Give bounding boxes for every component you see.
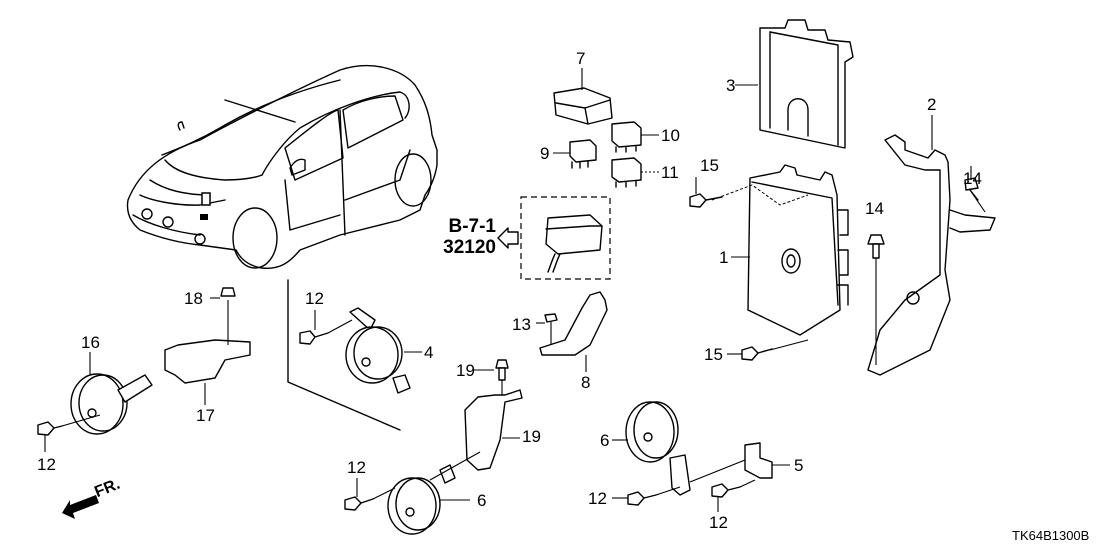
callout-part-10[interactable]: 10 bbox=[661, 126, 680, 145]
callout-part-6-center[interactable]: 6 bbox=[477, 491, 487, 510]
bracket-18-horn-6-assembly bbox=[344, 359, 523, 535]
callout-part-15-top[interactable]: 15 bbox=[700, 156, 719, 175]
vehicle-illustration bbox=[126, 64, 438, 269]
callout-part-17[interactable]: 17 bbox=[196, 406, 215, 425]
reference-section: B-7-1 bbox=[448, 216, 496, 237]
front-direction-arrow bbox=[62, 495, 99, 519]
callout-part-8[interactable]: 8 bbox=[581, 373, 591, 392]
callout-part-9[interactable]: 9 bbox=[540, 144, 550, 163]
reference-detail bbox=[497, 196, 611, 280]
horn-16-assembly bbox=[37, 287, 251, 452]
callout-part-14-left[interactable]: 14 bbox=[865, 199, 884, 218]
callout-part-1[interactable]: 1 bbox=[719, 248, 729, 267]
callout-part-6-right[interactable]: 6 bbox=[600, 431, 610, 450]
callout-part-3[interactable]: 3 bbox=[726, 76, 736, 95]
reference-label[interactable]: B-7-1 32120 bbox=[430, 216, 496, 258]
callout-part-12-center[interactable]: 12 bbox=[347, 458, 366, 477]
callout-part-2[interactable]: 2 bbox=[927, 95, 937, 114]
callout-part-15-bottom[interactable]: 15 bbox=[704, 345, 723, 364]
diagram-code: TK64B1300B bbox=[1012, 528, 1090, 543]
callout-part-12-right-b[interactable]: 12 bbox=[709, 513, 728, 532]
ecu-bracket bbox=[867, 115, 996, 376]
callout-part-19-left[interactable]: 18 bbox=[184, 289, 203, 308]
horn-4-assembly bbox=[299, 307, 422, 394]
callout-part-12-horn4[interactable]: 12 bbox=[305, 289, 324, 308]
callout-part-14-right[interactable]: 14 bbox=[963, 169, 982, 188]
callout-part-18[interactable]: 19 bbox=[522, 427, 541, 446]
ecu-cover bbox=[735, 19, 854, 149]
callout-part-13[interactable]: 13 bbox=[512, 315, 531, 334]
relay-group bbox=[553, 68, 659, 188]
ecu-unit bbox=[711, 164, 849, 351]
horn-6-bracket-5-assembly bbox=[612, 401, 790, 512]
bracket-8-assembly bbox=[536, 291, 608, 372]
callout-part-19-center[interactable]: 19 bbox=[456, 361, 475, 380]
bolts-14-15 bbox=[689, 166, 986, 365]
group-divider bbox=[287, 279, 401, 431]
callout-part-16[interactable]: 16 bbox=[81, 333, 100, 352]
callout-part-4[interactable]: 4 bbox=[424, 343, 434, 362]
callout-part-12-right-a[interactable]: 12 bbox=[588, 489, 607, 508]
callout-part-11[interactable]: 11 bbox=[661, 163, 679, 182]
callout-part-7[interactable]: 7 bbox=[576, 49, 586, 68]
callout-part-5[interactable]: 5 bbox=[794, 456, 804, 475]
callout-part-12-left[interactable]: 12 bbox=[37, 455, 56, 474]
reference-part-number: 32120 bbox=[443, 237, 496, 258]
